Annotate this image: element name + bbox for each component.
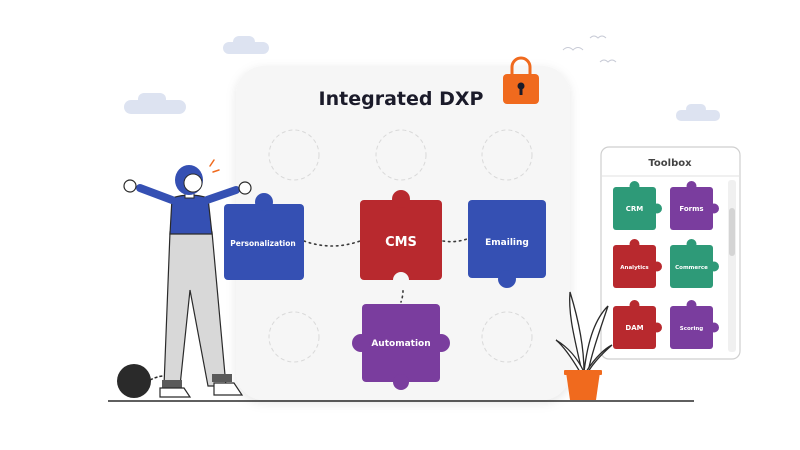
toolbox-item-label: Commerce — [675, 265, 708, 271]
toolbox-item-label: CRM — [626, 205, 644, 213]
toolbox-item-analytics[interactable]: Analytics — [613, 239, 662, 288]
toolbox-item-label: DAM — [625, 324, 643, 332]
toolbox-item-crm[interactable]: CRM — [613, 181, 662, 230]
cloud-decoration — [124, 36, 720, 121]
woman-figure — [117, 159, 252, 398]
puzzle-emailing: Emailing — [468, 200, 546, 288]
puzzle-automation: Automation — [352, 304, 450, 390]
empty-slots — [268, 129, 533, 363]
module-label-cms: CMS — [385, 235, 417, 250]
toolbox-item-label: Analytics — [620, 265, 649, 271]
toolbox-item-label: Forms — [679, 205, 703, 213]
ball-and-chain — [117, 364, 151, 398]
module-label-automation: Automation — [371, 339, 430, 349]
potted-plant — [555, 291, 613, 400]
toolbox-scrollbar[interactable] — [728, 180, 736, 352]
toolbox-item-forms[interactable]: Forms — [670, 181, 719, 230]
puzzle-personalization: Personalization — [224, 193, 304, 280]
toolbox-item-commerce[interactable]: Commerce — [670, 239, 719, 288]
toolbox-item-dam[interactable]: DAM — [613, 300, 662, 349]
plant-pot — [566, 372, 600, 400]
toolbox-title: Toolbox — [648, 158, 692, 169]
toolbox-item-label: Scoring — [680, 326, 704, 332]
module-label-personalization: Personalization — [230, 239, 296, 248]
toolbox-scrollbar-thumb[interactable] — [729, 208, 735, 256]
birds-decoration — [562, 35, 617, 63]
module-label-emailing: Emailing — [485, 238, 529, 248]
padlock-icon — [503, 56, 539, 104]
diagram-title: Integrated DXP — [319, 88, 484, 110]
toolbox-item-scoring[interactable]: Scoring — [670, 300, 719, 349]
puzzle-cms: CMS — [360, 190, 442, 288]
